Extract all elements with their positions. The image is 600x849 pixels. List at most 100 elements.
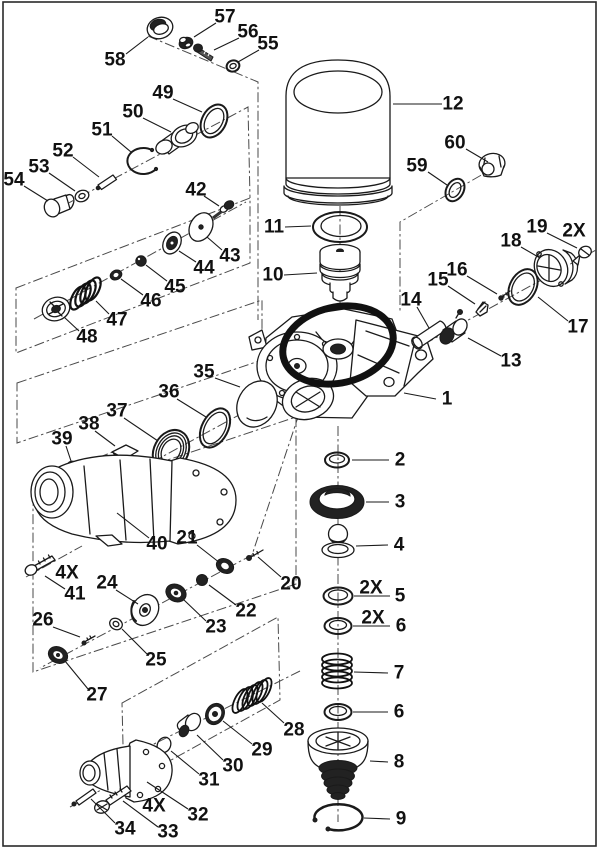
part-33-bolt: [94, 785, 132, 814]
callout-2x-42: 2X: [361, 608, 385, 629]
callout-12-10: 12: [393, 94, 464, 115]
leader-line-58: [125, 36, 149, 55]
leader-line-33: [122, 800, 159, 828]
part-35-diaphragm: [236, 380, 278, 428]
leader-line-11: [284, 225, 312, 228]
callout-11-13: 11: [264, 217, 312, 238]
callout-label-31: 31: [198, 770, 220, 791]
leader-line-19: [546, 232, 578, 249]
callout-label-38: 38: [78, 414, 99, 435]
part-8-purge-piston: [307, 727, 369, 800]
leader-line-24: [115, 589, 139, 605]
callout-10-14: 10: [262, 265, 318, 286]
part-36-oring: [198, 407, 232, 449]
leader-line-37: [123, 417, 159, 442]
part-18-cover: [533, 248, 579, 288]
callout-label-19: 19: [526, 217, 547, 238]
part-56-screw: [193, 43, 214, 62]
callout-40-36: 40: [116, 512, 168, 555]
callout-39-35: 39: [51, 429, 73, 462]
callout-label-2: 2: [395, 450, 406, 471]
callout-44-25: 44: [178, 250, 215, 279]
part-30-valve: [176, 712, 202, 738]
leader-line-59: [427, 171, 448, 186]
callout-label-2x: 2X: [562, 221, 586, 242]
callout-label-39: 39: [51, 429, 72, 450]
part-57-grommet: [178, 36, 194, 50]
part-23-seal: [165, 583, 187, 603]
callout-label-10: 10: [262, 265, 283, 286]
callout-47-28: 47: [95, 300, 128, 331]
part-54-plug: [43, 193, 75, 218]
part-7-spring: [321, 652, 353, 690]
callout-28-58: 28: [261, 702, 305, 741]
part-59-oring: [444, 177, 466, 203]
part-11-oring: [312, 211, 368, 243]
callout-label-44: 44: [193, 258, 215, 279]
part-55-washer: [225, 59, 241, 73]
callout-label-5: 5: [395, 586, 406, 607]
part-15-clip: [475, 301, 489, 317]
leader-line-55: [237, 49, 260, 63]
leader-line-28: [261, 702, 285, 724]
callout-23-51: 23: [183, 599, 227, 638]
callout-7-44: 7: [353, 663, 404, 684]
part-6b-oring: [323, 703, 353, 721]
part-28-spring: [231, 677, 273, 714]
callout-label-23: 23: [205, 617, 226, 638]
callout-55-2: 55: [237, 34, 279, 63]
callout-18-17: 18: [500, 231, 541, 259]
leader-line-30: [196, 734, 224, 761]
part-27-seal: [47, 646, 69, 664]
callout-label-2x: 2X: [359, 578, 383, 599]
part-1-main-body: [248, 302, 434, 421]
callout-label-20: 20: [280, 574, 301, 595]
callout-21-48: 21: [176, 528, 221, 564]
part-2-oring: [324, 451, 350, 469]
part-41-bolt: [24, 554, 56, 576]
callout-label-53: 53: [28, 157, 49, 178]
leader-line-13: [467, 337, 502, 357]
part-4-valve: [321, 523, 355, 559]
callout-6-43: 6: [353, 616, 406, 637]
part-17-oring: [507, 268, 539, 306]
leader-line-49: [172, 98, 203, 113]
callout-35-31: 35: [193, 362, 241, 388]
part-19-screw: [572, 245, 592, 266]
callout-label-11: 11: [264, 217, 285, 238]
part-9-snap-ring: [312, 803, 364, 832]
callout-label-60: 60: [444, 133, 465, 154]
callout-label-24: 24: [96, 573, 118, 594]
callout-24-52: 24: [96, 573, 139, 605]
callout-22-50: 22: [208, 584, 257, 622]
callout-15-19: 15: [427, 270, 476, 305]
leader-line-57: [193, 22, 217, 38]
callout-25-53: 25: [121, 628, 167, 671]
leader-line-41: [44, 575, 66, 590]
callout-label-33: 33: [157, 822, 178, 843]
callout-46-27: 46: [120, 278, 162, 312]
leader-line-47: [95, 300, 110, 315]
callout-53-8: 53: [28, 157, 76, 192]
callout-29-59: 29: [222, 720, 273, 761]
callout-2x-40: 2X: [359, 578, 383, 599]
part-6-oring: [323, 617, 353, 635]
callout-label-47: 47: [106, 310, 127, 331]
leader-line-36: [176, 398, 207, 418]
callout-label-6: 6: [396, 616, 407, 637]
leader-line-42: [203, 195, 220, 207]
leader-line-21: [196, 544, 221, 564]
leader-line-4: [355, 544, 389, 547]
callout-label-48: 48: [76, 327, 97, 348]
callout-8-46: 8: [369, 752, 405, 773]
leader-line-56: [213, 37, 240, 51]
callout-36-32: 36: [158, 382, 207, 418]
leader-line-43: [206, 236, 223, 251]
callout-label-21: 21: [176, 528, 198, 549]
callout-label-8: 8: [394, 752, 405, 773]
callout-26-54: 26: [32, 610, 81, 638]
callout-label-2x: 2X: [361, 608, 385, 629]
callout-label-1: 1: [442, 389, 453, 410]
